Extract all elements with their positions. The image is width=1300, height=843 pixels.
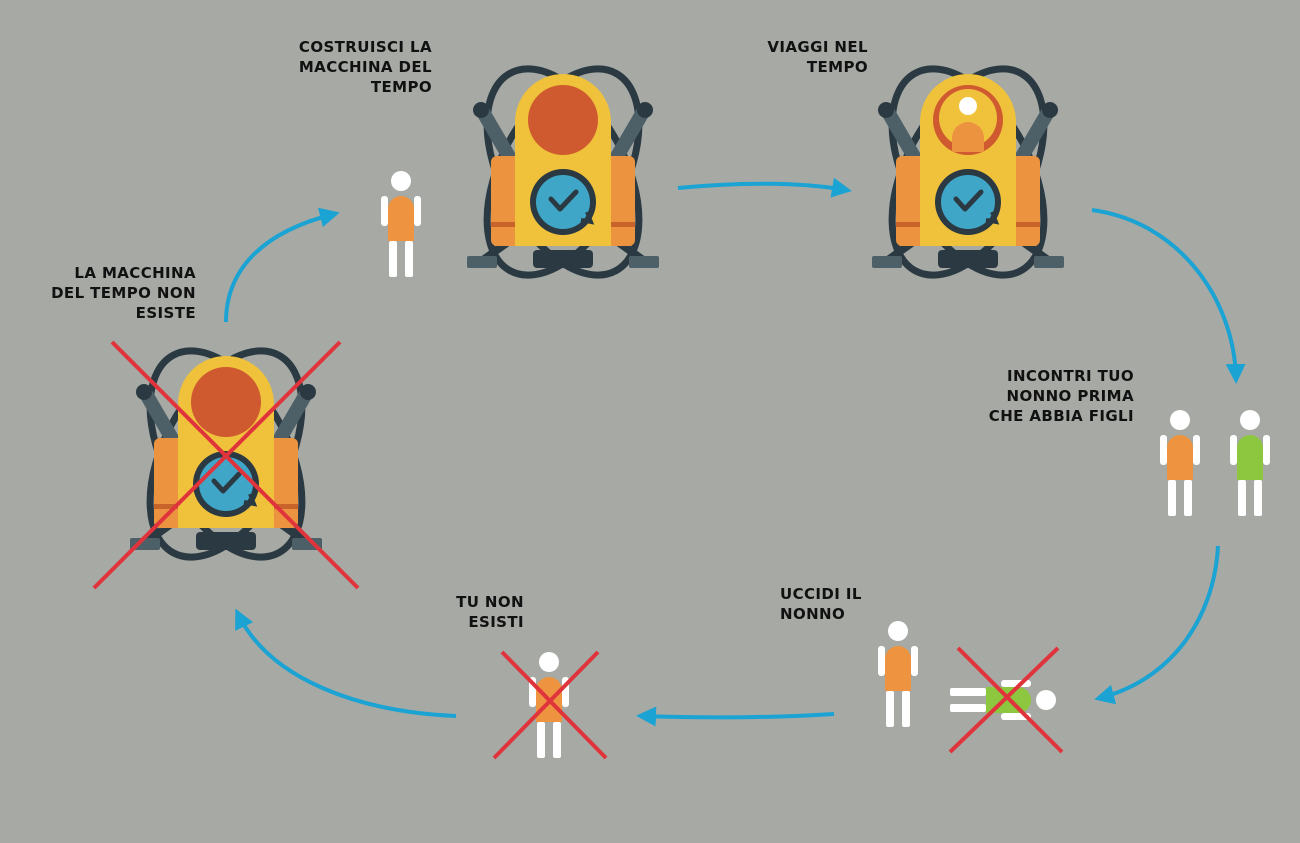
label-line: TU NON bbox=[456, 593, 524, 611]
cycle-arrows bbox=[224, 177, 1246, 727]
label-line: ESISTI bbox=[468, 613, 524, 631]
step-machine-does-not-exist bbox=[92, 326, 360, 590]
label-line: DEL TEMPO NON bbox=[51, 284, 196, 302]
label-line: TEMPO bbox=[806, 58, 868, 76]
label-line: COSTRUISCI LA bbox=[298, 38, 432, 56]
label-line: TEMPO bbox=[370, 78, 432, 96]
cross-out-icon bbox=[948, 646, 1064, 754]
label-line: MACCHINA DEL bbox=[298, 58, 432, 76]
label-line: UCCIDI IL bbox=[780, 585, 862, 603]
label-line: CHE ABBIA FIGLI bbox=[988, 407, 1134, 425]
label-line: LA MACCHINA bbox=[74, 264, 196, 282]
curved-arrow-icon bbox=[1091, 208, 1246, 384]
step-meet-grandfather bbox=[1160, 410, 1270, 516]
curved-arrow-icon bbox=[677, 177, 852, 198]
curved-arrow-icon bbox=[636, 706, 835, 727]
time-machine-icon bbox=[456, 44, 671, 300]
curved-arrow-icon bbox=[224, 207, 340, 323]
person-icon bbox=[529, 652, 569, 758]
curved-arrow-icon bbox=[1094, 545, 1220, 705]
grandfather-icon bbox=[1230, 410, 1270, 516]
label-line: ESISTE bbox=[135, 304, 196, 322]
person-icon bbox=[1160, 410, 1200, 516]
cross-out-icon bbox=[92, 340, 360, 590]
label-you-do-not-exist: TU NON ESISTI bbox=[456, 592, 524, 632]
label-line: NONNO bbox=[780, 605, 846, 623]
label-build-machine: COSTRUISCI LA MACCHINA DEL TEMPO bbox=[299, 37, 432, 97]
step-kill-grandfather bbox=[878, 621, 1064, 754]
person-icon bbox=[381, 171, 421, 277]
step-time-travel bbox=[861, 44, 1076, 300]
step-you-do-not-exist bbox=[492, 650, 608, 760]
curved-arrow-icon bbox=[235, 608, 457, 718]
label-line: INCONTRI TUO bbox=[1007, 367, 1134, 385]
label-meet-grandfather: INCONTRI TUO NONNO PRIMA CHE ABBIA FIGLI bbox=[989, 366, 1134, 426]
time-machine-icon bbox=[861, 44, 1076, 300]
person-icon bbox=[878, 621, 918, 727]
label-kill-grandfather: UCCIDI IL NONNO bbox=[780, 584, 862, 624]
label-machine-does-not-exist: LA MACCHINA DEL TEMPO NON ESISTE bbox=[51, 263, 196, 323]
label-time-travel: VIAGGI NEL TEMPO bbox=[767, 37, 868, 77]
label-line: NONNO PRIMA bbox=[1006, 387, 1134, 405]
cross-out-icon bbox=[492, 650, 608, 760]
label-line: VIAGGI NEL bbox=[767, 38, 868, 56]
